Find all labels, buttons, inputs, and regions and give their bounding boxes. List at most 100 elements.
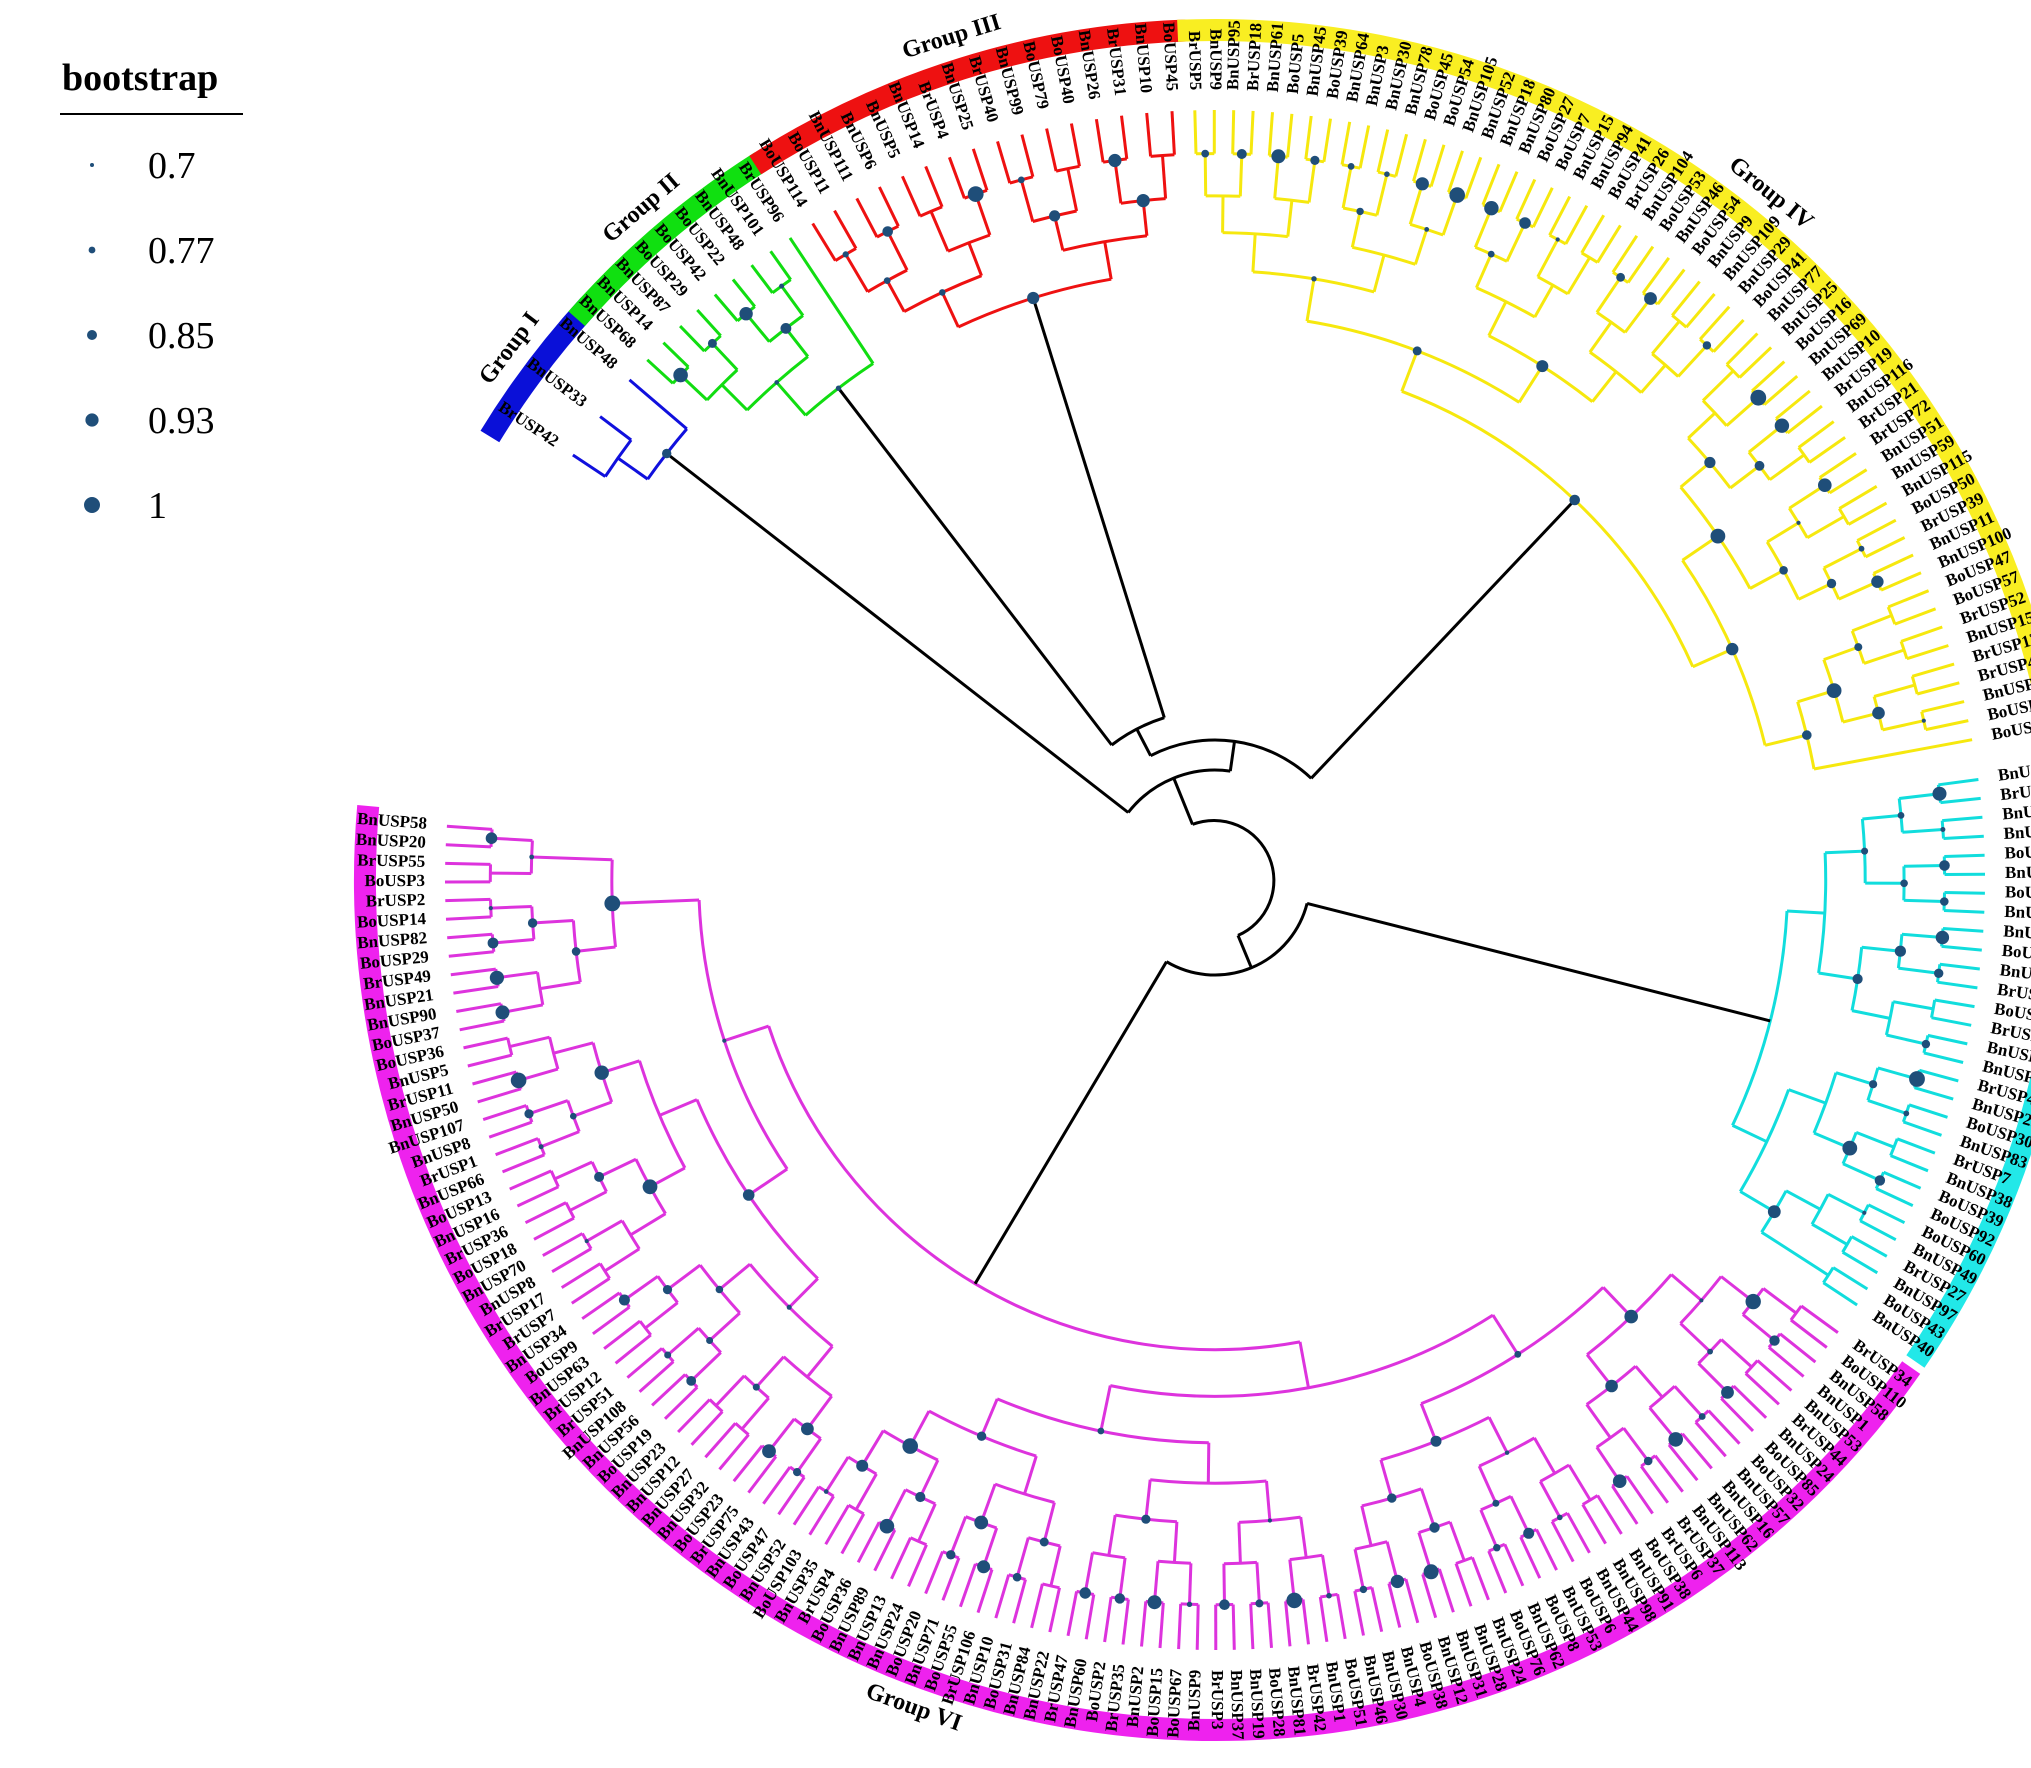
bootstrap-node <box>1939 860 1950 871</box>
branch <box>1515 178 1537 220</box>
branch <box>1580 214 1605 254</box>
branch <box>1358 125 1371 169</box>
branch <box>1340 121 1352 165</box>
branch <box>459 1019 505 1032</box>
bootstrap-node <box>1310 155 1320 165</box>
branch <box>1595 1446 1621 1483</box>
branch <box>1145 112 1153 157</box>
branch <box>1251 233 1257 272</box>
branch <box>1298 1341 1310 1389</box>
branch <box>1921 700 1965 714</box>
branch <box>1880 571 1922 592</box>
bootstrap-node <box>1017 176 1025 184</box>
branch-arc <box>1671 314 1688 329</box>
backbone-branch <box>1236 934 1253 969</box>
branch <box>792 1485 821 1526</box>
branch <box>659 1098 698 1117</box>
branch <box>614 1333 652 1365</box>
branch <box>1916 681 1960 696</box>
branch <box>1267 112 1274 156</box>
branch <box>509 1035 550 1049</box>
branch-arc <box>994 1482 1055 1504</box>
bootstrap-node <box>1612 1474 1627 1488</box>
tip-label: BnUSP9 <box>1184 1670 1204 1732</box>
branch <box>1231 1604 1236 1650</box>
bootstrap-node <box>774 380 779 385</box>
branch <box>488 1120 533 1139</box>
branch <box>1535 1528 1558 1571</box>
branch <box>1585 1403 1612 1439</box>
bootstrap-node <box>1536 360 1549 373</box>
branch <box>1475 253 1493 289</box>
branch <box>1867 1203 1906 1225</box>
branch <box>1421 1573 1438 1619</box>
branch <box>940 291 960 328</box>
branch <box>1767 1346 1805 1378</box>
backbone-branch <box>665 452 1130 814</box>
branch <box>1231 110 1236 154</box>
branch <box>1720 1397 1755 1432</box>
bootstrap-node <box>1644 292 1657 305</box>
branch <box>1898 966 1939 975</box>
bootstrap-node <box>1484 201 1499 216</box>
branch <box>1408 183 1424 225</box>
branch <box>1927 1033 1968 1046</box>
bootstrap-node <box>1424 227 1430 232</box>
branch <box>1595 276 1622 314</box>
branch <box>1838 485 1878 510</box>
branch <box>1851 1009 1891 1020</box>
branch <box>1053 215 1065 251</box>
branch <box>840 1513 866 1555</box>
bootstrap-node <box>780 323 792 334</box>
backbone-arc <box>1110 716 1165 747</box>
legend-dot <box>87 330 97 340</box>
branch-arc <box>564 1201 576 1219</box>
branch <box>1596 224 1622 264</box>
branch <box>1873 683 1916 698</box>
branch <box>1944 891 1985 895</box>
branch <box>663 1386 699 1420</box>
branch <box>448 950 494 958</box>
bootstrap-node <box>1935 930 1950 945</box>
tip-label: BnUSP88 <box>2003 820 2031 843</box>
bootstrap-node <box>1802 730 1812 740</box>
bootstrap-legend: bootstrap 0.70.770.850.931 <box>60 57 243 527</box>
branch <box>788 1277 819 1309</box>
branch <box>1023 1455 1038 1495</box>
branch <box>1827 1192 1865 1215</box>
branch <box>711 342 739 371</box>
branch <box>1622 1427 1650 1462</box>
branch <box>1906 644 1949 661</box>
branch <box>1531 187 1554 228</box>
branch <box>1321 1554 1331 1596</box>
bootstrap-node <box>1255 1599 1264 1608</box>
branch-arc <box>767 1025 1301 1352</box>
branch <box>1788 483 1826 510</box>
bootstrap-node <box>1271 149 1286 164</box>
branch <box>949 1516 968 1556</box>
branch <box>1925 719 1969 732</box>
bootstrap-node <box>1852 973 1863 985</box>
branch <box>1698 305 1731 341</box>
bootstrap-node <box>686 1376 697 1386</box>
branch <box>1760 1230 1830 1277</box>
bootstrap-node <box>1557 1514 1563 1521</box>
branch <box>1454 1563 1473 1607</box>
branch <box>747 1455 778 1494</box>
bootstrap-node <box>570 1112 577 1120</box>
backbone-arc <box>1149 738 1313 780</box>
branch <box>996 140 1012 184</box>
legend-dot <box>84 497 100 513</box>
branch <box>1738 346 1773 379</box>
branch <box>509 1169 552 1191</box>
branch <box>1538 1480 1562 1519</box>
branch <box>1284 1601 1292 1647</box>
bootstrap-node <box>1894 945 1906 957</box>
bootstrap-node <box>974 1515 989 1530</box>
tip-label: BoUSP33 <box>2005 882 2031 902</box>
bootstrap-node <box>1147 1595 1162 1610</box>
branch <box>808 1495 835 1536</box>
bootstrap-node <box>1423 1564 1439 1580</box>
branch <box>1911 662 1955 678</box>
branch <box>777 1476 806 1516</box>
